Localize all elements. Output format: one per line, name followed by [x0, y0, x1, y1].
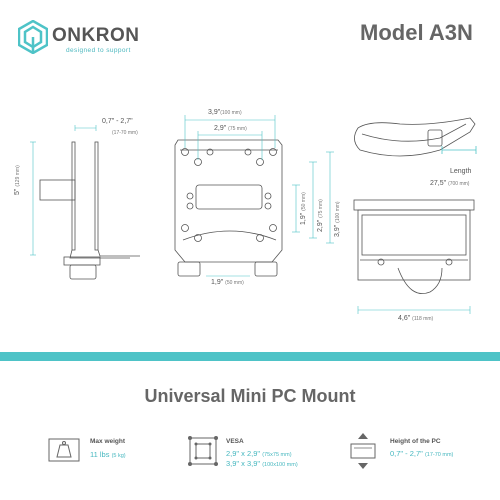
- brand-name: ONKRON: [52, 25, 140, 46]
- spec-vesa-value-1: 2,9" x 2,9" (75x75 mm): [226, 449, 292, 458]
- spec-weight-label: Max weight: [90, 438, 126, 445]
- side-width-label: 0,7" - 2,7": [102, 118, 133, 125]
- side-width-mm: (17-70 mm): [112, 130, 138, 136]
- spec-weight: Max weight 11 lbs (5 kg): [48, 436, 178, 476]
- plate-outer-width-label: 3,9"(100 mm): [208, 109, 242, 116]
- plate-height-inner-label: 1,9" (50 mm): [300, 192, 307, 225]
- strap-length-title: Length: [450, 168, 472, 175]
- strap-length-label: 27,5" (700 mm): [430, 180, 470, 187]
- spec-height-value: 0,7" - 2,7" (17-70 mm): [390, 449, 454, 458]
- front-plate-drawing: [174, 139, 283, 277]
- brand-tagline: designed to support: [66, 47, 131, 54]
- logo-cube-icon: [18, 20, 48, 54]
- plate-inner-width-label: 2,9" (75 mm): [214, 125, 247, 132]
- spec-vesa-value-2: 3,9" x 3,9" (100x100 mm): [226, 459, 298, 468]
- side-view-drawing: [39, 141, 140, 280]
- spec-vesa-label: VESA: [226, 438, 244, 445]
- spec-height: Height of the PC 0,7" - 2,7" (17-70 mm): [348, 432, 498, 472]
- height-icon: [350, 433, 376, 469]
- spec-weight-value: 11 lbs (5 kg): [90, 450, 126, 459]
- plate-height-mid-label: 2,9" (75 mm): [317, 199, 324, 232]
- brand-logo: ONKRON designed to support: [18, 18, 168, 58]
- holder-width-label: 4,6" (118 mm): [398, 315, 434, 322]
- spec-vesa: VESA 2,9" x 2,9" (75x75 mm) 3,9" x 3,9" …: [186, 434, 336, 474]
- weight-icon: [48, 438, 80, 462]
- plate-height-outer-label: 3,9" (100 mm): [334, 201, 341, 237]
- plate-bottom-width-label: 1,9" (50 mm): [211, 279, 244, 286]
- holder-drawing: [353, 199, 475, 314]
- side-height-label: 5" (129 mm): [14, 165, 21, 195]
- divider-bar: [0, 352, 500, 361]
- product-title: Universal Mini PC Mount: [144, 386, 356, 406]
- vesa-icon: [188, 436, 218, 466]
- strap-drawing: [354, 117, 477, 157]
- model-name: Model A3N: [360, 20, 473, 45]
- spec-height-label: Height of the PC: [390, 438, 441, 445]
- technical-drawing: [30, 115, 477, 314]
